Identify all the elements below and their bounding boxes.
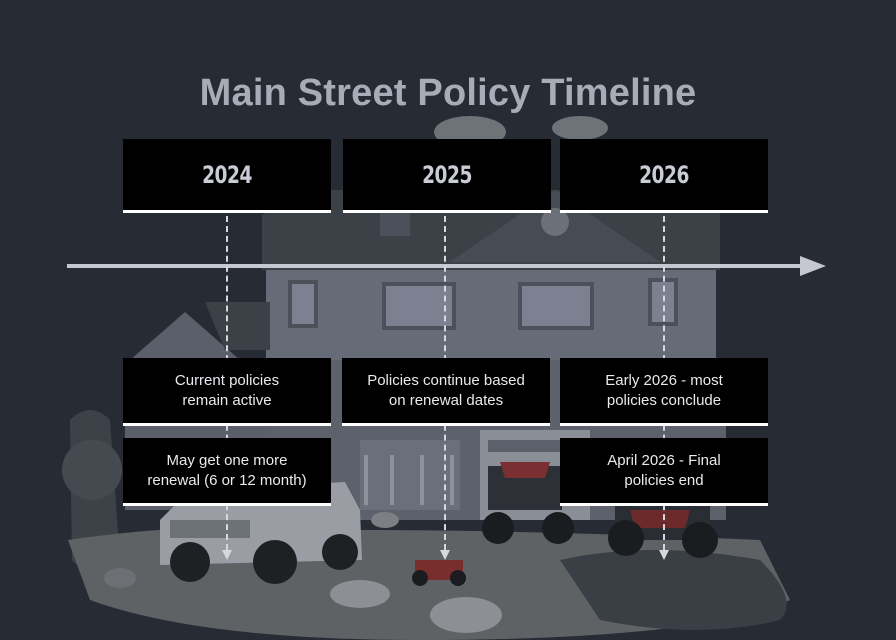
note-2025-policies-continue: Policies continue based on renewal dates bbox=[342, 358, 550, 426]
note-2024-renewal: May get one more renewal (6 or 12 month) bbox=[123, 438, 331, 506]
note-line: Current policies bbox=[174, 371, 280, 389]
note-2026-early: Early 2026 - most policies conclude bbox=[560, 358, 768, 426]
page-title: Main Street Policy Timeline bbox=[199, 72, 697, 114]
note-line: renewal (6 or 12 month) bbox=[147, 471, 307, 489]
note-line: policies conclude bbox=[606, 391, 722, 409]
note-line: May get one more bbox=[166, 451, 288, 469]
year-label: 2025 bbox=[422, 160, 472, 189]
connector-2024-arrowhead bbox=[222, 550, 232, 560]
timeline-axis-line bbox=[67, 264, 807, 268]
note-line: remain active bbox=[182, 391, 272, 409]
note-line: Policies continue based bbox=[367, 371, 525, 389]
year-box-2025: 2025 bbox=[343, 139, 551, 213]
note-line: April 2026 - Final bbox=[607, 451, 721, 469]
note-line: on renewal dates bbox=[388, 391, 504, 409]
note-2026-april-final: April 2026 - Final policies end bbox=[560, 438, 768, 506]
note-line: policies end bbox=[624, 471, 704, 489]
connector-2025-arrowhead bbox=[440, 550, 450, 560]
year-box-2026: 2026 bbox=[560, 139, 768, 213]
year-box-2024: 2024 bbox=[123, 139, 331, 213]
year-label: 2026 bbox=[639, 160, 689, 189]
year-label: 2024 bbox=[202, 160, 252, 189]
timeline-axis-arrowhead bbox=[800, 256, 826, 276]
note-line: Early 2026 - most bbox=[605, 371, 723, 389]
note-2024-current-policies: Current policies remain active bbox=[123, 358, 331, 426]
connector-2026-arrowhead bbox=[659, 550, 669, 560]
